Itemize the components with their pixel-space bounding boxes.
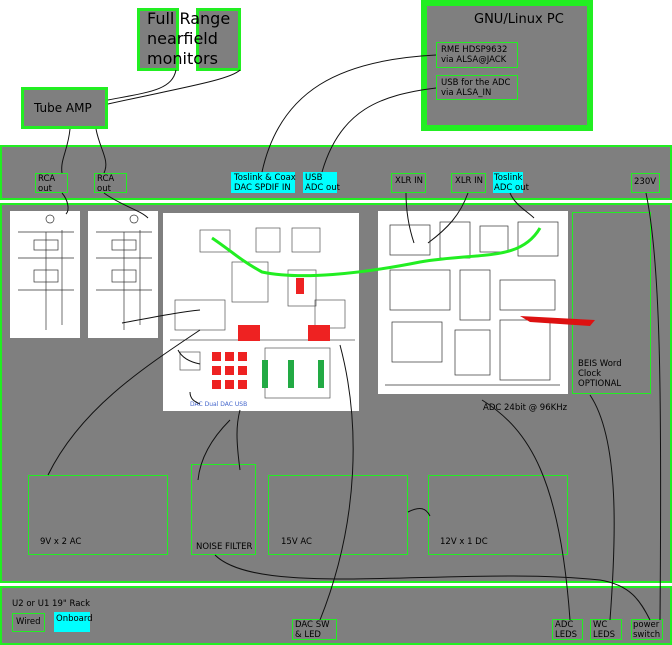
monitor-right [196,8,241,71]
psu-9v-label: 9V x 2 AC [40,537,82,547]
xlr-in-2 [451,173,486,193]
toslink-coax-label: Toslink & Coax DAC SPDIF IN [234,173,296,193]
power-switch [631,619,663,640]
toslink-coax-in [231,172,295,193]
xlr-in-1 [391,173,426,193]
psu-15v [268,475,408,555]
rme-card [436,42,518,68]
rack-label: U2 or U1 19" Rack [12,599,91,609]
rca-out-1 [35,173,68,193]
word-clock [572,212,651,394]
legend-wired [12,613,45,632]
rca-out-2-label: RCA out [97,174,115,194]
tube-amp-label: Tube AMP [34,101,92,115]
dac-board-caption: DAC Dual DAC USB [190,401,248,408]
usb-adc-out-label: USB ADC out [305,173,340,193]
xlr-in-2-label: XLR IN [455,176,484,186]
linux-pc [421,0,593,131]
xlr-in-1-label: XLR IN [395,176,424,186]
monitors-label: Full Range nearfield monitors [147,9,231,68]
psu-12v [428,475,568,555]
word-clock-label: BEIS Word Clock OPTIONAL [578,359,622,389]
pc-title: GNU/Linux PC [474,12,564,27]
rme-card-label: RME HDSP9632 via ALSA@JACK [441,45,508,65]
dac-sw-led-label: DAC SW & LED [295,620,330,640]
toslink-adc-out-label: Toslink ADC out [494,173,529,193]
noise-filter-label: NOISE FILTER [196,542,253,552]
legend-wired-label: Wired [16,617,41,627]
usb-adc-out [303,172,337,193]
dac-board-red-parts [212,278,330,389]
usb-adc-port [436,75,518,100]
dac-board [163,213,359,411]
rca-out-2 [94,173,127,193]
power-switch-label: power switch [633,620,661,640]
legend-onboard-label: Onboard [56,614,93,624]
psu-15v-label: 15V AC [281,537,312,547]
adc-leds-label: ADC LEDS [555,620,578,640]
adc-leds [552,619,583,640]
psu-12v-label: 12V x 1 DC [440,537,488,547]
black-wires [47,54,662,621]
toslink-adc-out [493,172,523,193]
green-jumper-cable [211,227,542,278]
wc-leds-label: WC LEDS [593,620,616,640]
output-board-left-detail [18,214,74,330]
tube-amp [21,87,108,129]
psu-9v [28,475,168,555]
adc-red-cable [520,316,595,326]
dac-board-green-parts [262,360,324,388]
dac-sw-led [292,619,337,640]
noise-filter [191,464,256,555]
wc-leds [590,619,622,640]
legend-onboard [54,612,90,632]
output-board-right-detail [96,214,152,330]
adc-board [378,211,568,394]
front-panel [0,586,672,645]
adc-label: ADC 24bit @ 96KHz [483,403,568,413]
adc-board-detail [385,221,560,386]
rca-out-1-label: RCA out [38,174,56,194]
monitor-left [137,8,179,71]
dac-board-detail [170,227,355,399]
power-inlet [631,173,660,193]
power-inlet-label: 230V [634,177,657,187]
usb-adc-port-label: USB for the ADC via ALSA_IN [441,78,511,98]
